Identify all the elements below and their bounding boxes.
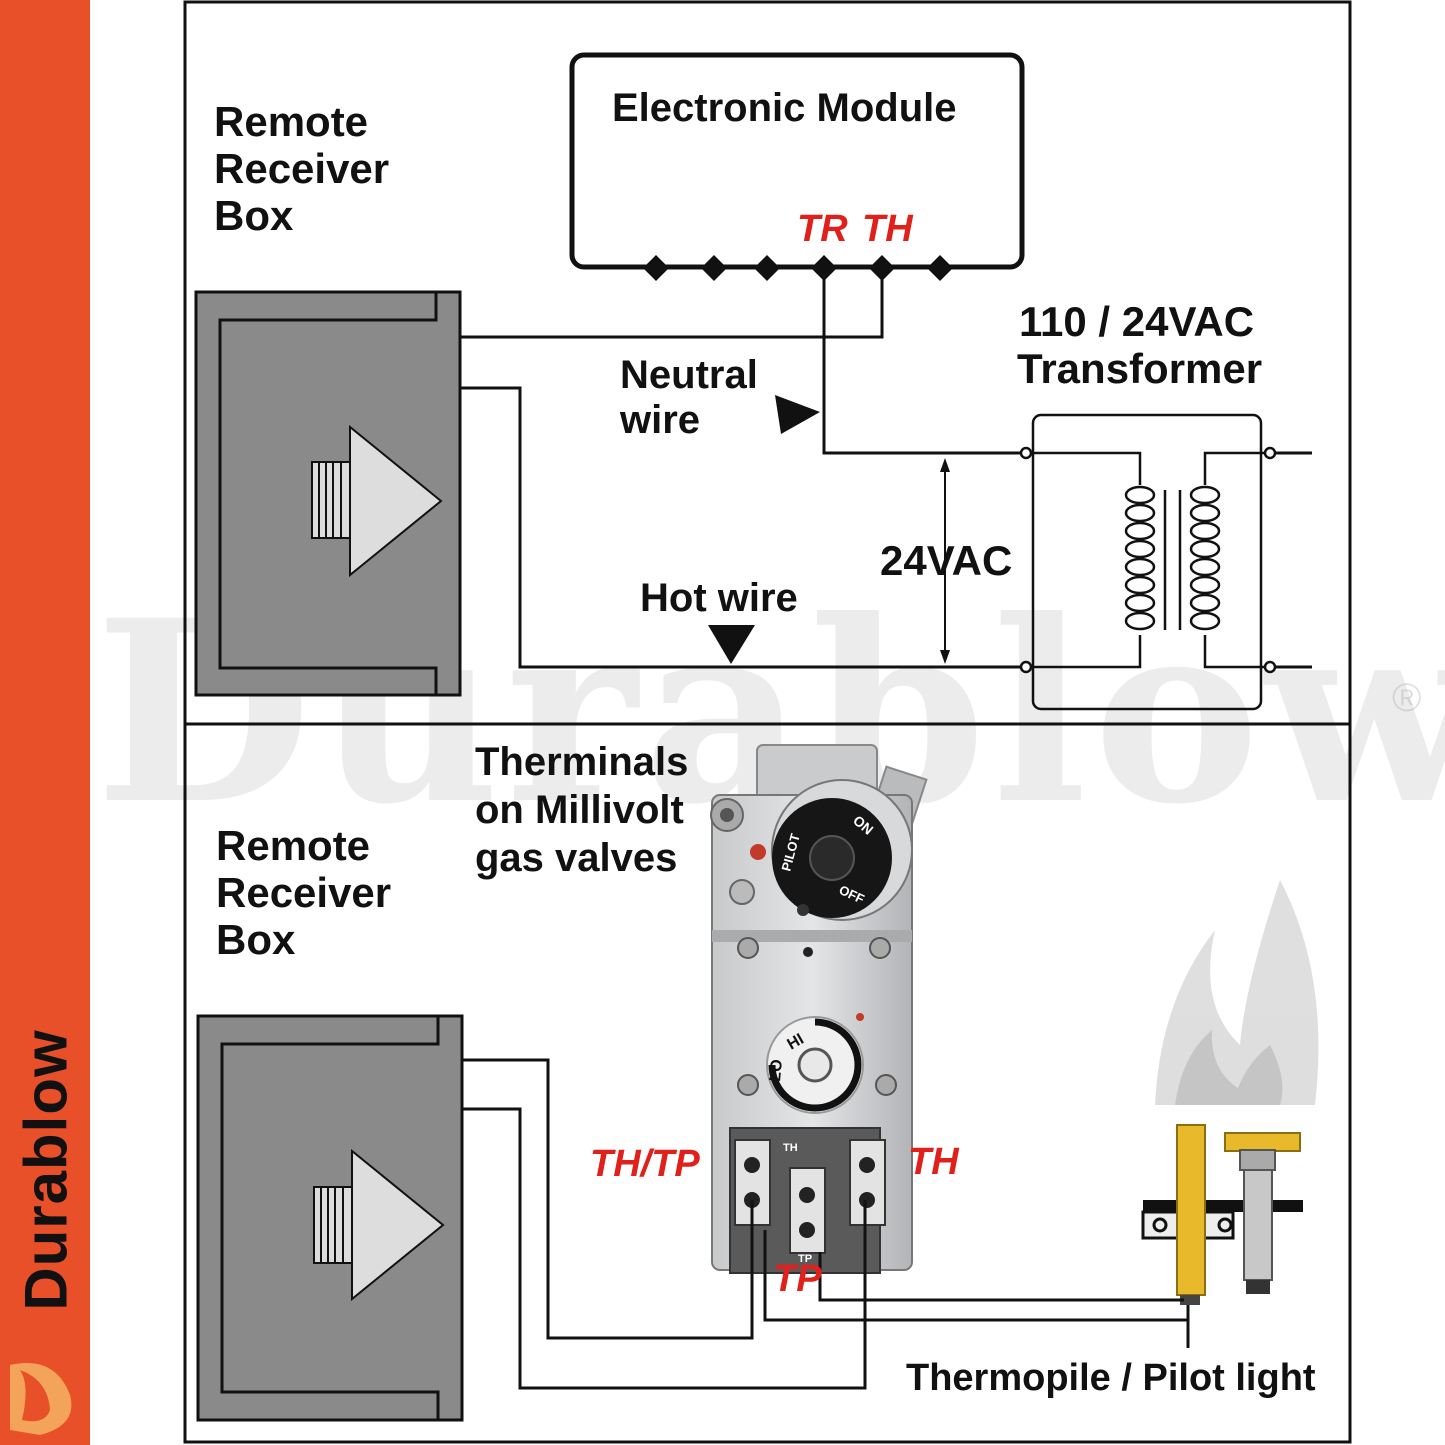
terminal-th-tp-label: TH/TP [590, 1143, 700, 1185]
neutral-wire-label: Neutral wire [620, 353, 758, 442]
module-th-label: TH [862, 208, 913, 250]
top-receiver-label: Remote Receiver Box [214, 98, 390, 240]
hot-wire-arrow [708, 625, 755, 664]
bottom-wires [463, 1058, 1190, 1390]
terminal-th-label: TH [908, 1141, 959, 1183]
plate-th-label: TH [783, 1142, 798, 1154]
neutral-wire-arrow [775, 395, 820, 434]
brand-sidebar: Durablow [0, 0, 90, 1445]
bottom-panel-frame [183, 722, 1352, 1444]
transformer-symbol [1019, 413, 1277, 711]
receiver-box-bottom [196, 1014, 464, 1422]
voltage-label: 24VAC [880, 537, 1013, 584]
terminal-tp-label: TP [773, 1258, 822, 1300]
top-wires [460, 268, 1312, 669]
voltage-marker [940, 458, 950, 664]
plate-tp-label: TP [798, 1253, 812, 1265]
registered-mark: ® [1392, 676, 1422, 720]
receiver-box-top [194, 290, 462, 697]
pilot-assembly [1141, 1124, 1303, 1305]
electronic-module-box [569, 52, 1025, 270]
bottom-receiver-label: Remote Receiver Box [216, 822, 392, 964]
module-title: Electronic Module [612, 86, 957, 130]
thermopile-pilot-label: Thermopile / Pilot light [906, 1357, 1316, 1399]
flame-graphic [1155, 880, 1319, 1105]
valve-terminals-label: Therminals on Millivolt gas valves [475, 740, 689, 880]
transformer-label: 110 / 24VAC Transformer [1017, 298, 1263, 393]
hot-wire-label: Hot wire [640, 576, 798, 620]
brand-flame-icon [10, 1363, 72, 1435]
module-tr-label: TR [797, 208, 848, 250]
knob-hi-label: HI [785, 1031, 807, 1054]
gas-valve: ON PILOT OFF HI LO TH TP [710, 744, 928, 1274]
knob-lo-label: LO [767, 1059, 786, 1083]
